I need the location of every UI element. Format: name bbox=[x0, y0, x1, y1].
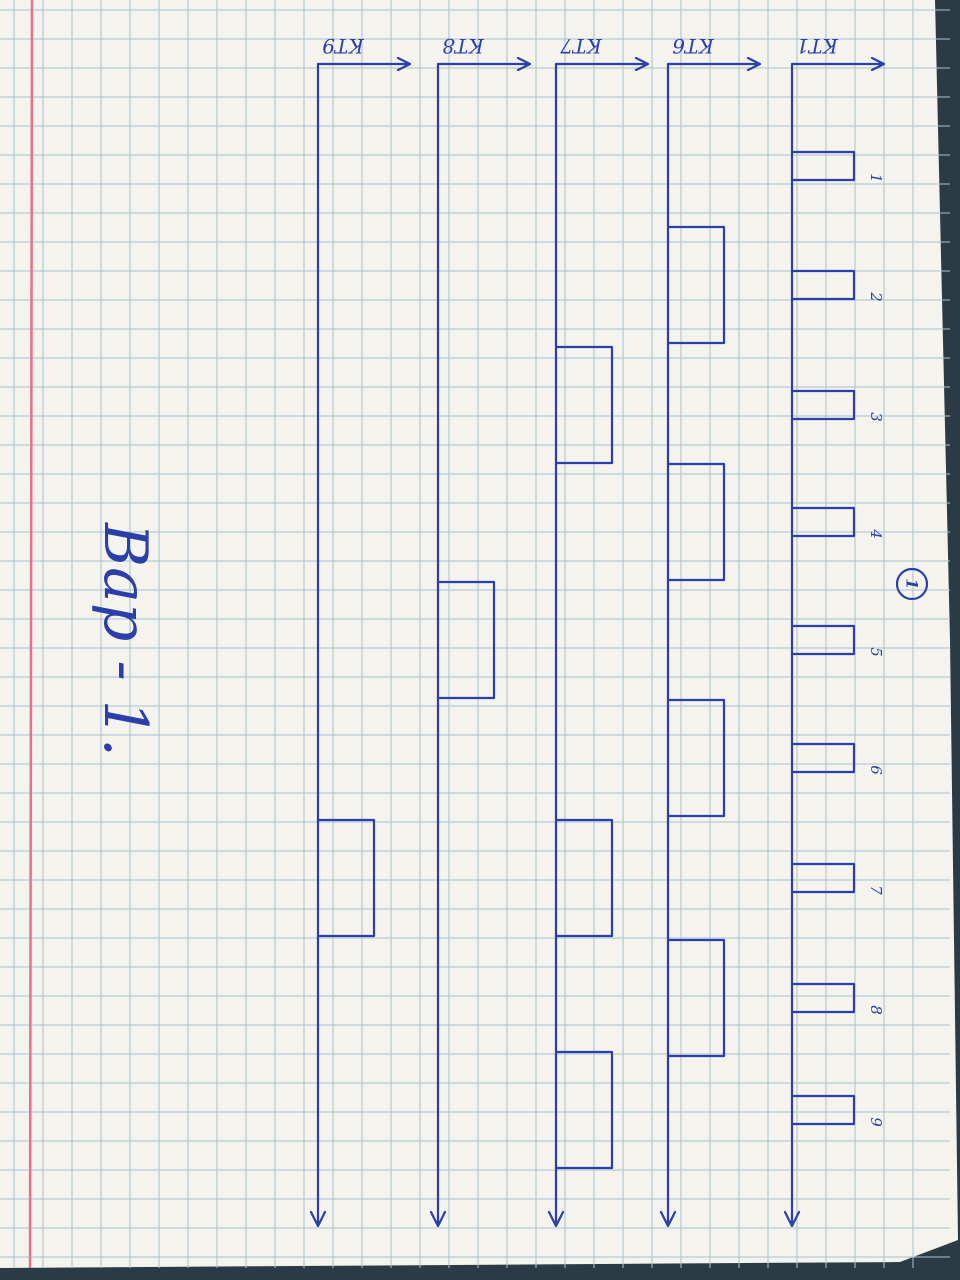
page-number-circle bbox=[895, 567, 929, 601]
lane-КТ7: КТ7 bbox=[547, 34, 650, 1228]
lane-КТ8: КТ8 bbox=[429, 34, 532, 1228]
pulse bbox=[790, 624, 856, 656]
pulse bbox=[790, 506, 856, 538]
lane-top-arrow bbox=[666, 56, 762, 72]
pulse bbox=[790, 982, 856, 1014]
pulse bbox=[554, 818, 614, 938]
pulse bbox=[790, 389, 856, 421]
pulse-number: 4 bbox=[867, 528, 885, 539]
pulse-numbers: 1 2 3 4 5 6 7 8 9 bbox=[867, 173, 885, 1127]
lane-time-axis bbox=[547, 62, 565, 1228]
pulse bbox=[666, 938, 726, 1058]
pulse bbox=[790, 1094, 856, 1126]
lane-label: КТ9 bbox=[322, 34, 365, 58]
pulse bbox=[436, 580, 496, 700]
lane-label: КТ1 bbox=[796, 34, 839, 58]
pulse-number: 3 bbox=[867, 412, 885, 422]
lane-time-axis bbox=[659, 62, 677, 1228]
lane-top-arrow bbox=[316, 56, 412, 72]
pulse-number: 5 bbox=[867, 647, 885, 657]
pulse-number: 7 bbox=[867, 885, 885, 895]
pulse bbox=[666, 462, 726, 582]
lane-time-axis bbox=[783, 62, 801, 1228]
pulse-number: 2 bbox=[867, 291, 885, 302]
page-number-marker: 1 bbox=[895, 567, 929, 601]
variant-label: Вар - 1. bbox=[90, 522, 160, 757]
pulse bbox=[666, 698, 726, 818]
lane-time-axis bbox=[429, 62, 447, 1228]
pulse-number: 8 bbox=[867, 1005, 885, 1015]
page-number: 1 bbox=[903, 578, 922, 589]
lane-top-arrow bbox=[554, 56, 650, 72]
pulse-number: 9 bbox=[867, 1117, 885, 1127]
lane-КТ1: КТ1 bbox=[783, 34, 886, 1228]
pulse-number: 1 bbox=[867, 173, 885, 183]
pulse bbox=[790, 742, 856, 774]
lane-label: КТ7 bbox=[560, 34, 603, 58]
lane-time-axis bbox=[309, 62, 327, 1228]
margin-line bbox=[28, 0, 34, 1269]
timing-diagram: КТ1 КТ6 КТ7 КТ8 КТ9 1 2 3 4 5 6 7 8 9 bbox=[309, 34, 886, 1228]
lane-label: КТ8 bbox=[442, 34, 485, 58]
pulse bbox=[316, 818, 376, 938]
pulse bbox=[790, 862, 856, 894]
lane-КТ6: КТ6 bbox=[659, 34, 762, 1228]
lane-top-arrow bbox=[436, 56, 532, 72]
lane-top-arrow bbox=[790, 56, 886, 72]
pulse bbox=[790, 150, 856, 182]
diagram-lanes: КТ1 КТ6 КТ7 КТ8 КТ9 bbox=[309, 34, 886, 1228]
lane-label: КТ6 bbox=[672, 34, 715, 58]
pulse bbox=[554, 1050, 614, 1170]
pulse bbox=[790, 269, 856, 301]
lane-КТ9: КТ9 bbox=[309, 34, 412, 1228]
pulse bbox=[554, 345, 614, 465]
pulse bbox=[666, 225, 726, 345]
pulse-number: 6 bbox=[867, 765, 885, 775]
